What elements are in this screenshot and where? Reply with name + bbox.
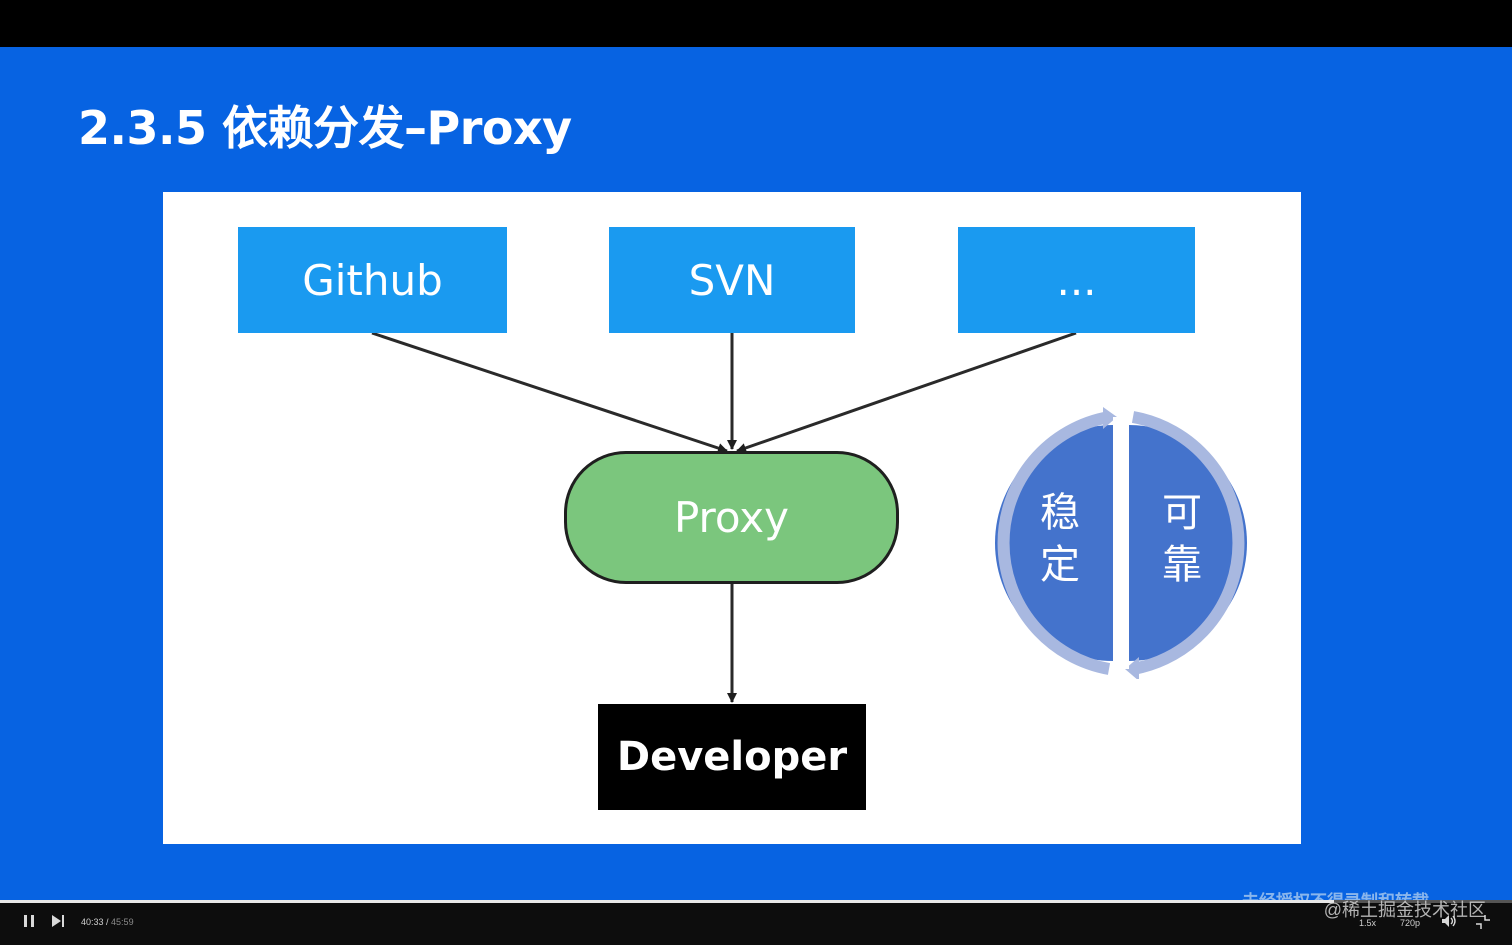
pause-button[interactable] (22, 913, 36, 934)
more-sources-box: ... (958, 227, 1195, 333)
quality-button[interactable]: 720p (1400, 918, 1421, 928)
video-player-controls: 40:33 / 45:59 @稀土掘金技术社区 1.5x 720p (0, 900, 1512, 945)
pause-icon (24, 915, 34, 927)
stability-reliability-cycle: 稳 定 可 靠 (985, 407, 1259, 681)
current-time: 40:33 (81, 917, 104, 927)
next-button[interactable] (50, 913, 66, 934)
fullscreen-button[interactable] (1475, 914, 1491, 935)
skip-next-icon (52, 915, 64, 927)
developer-node: Developer (598, 704, 866, 810)
cycle-left-char-2: 定 (1040, 542, 1080, 588)
progress-bar[interactable] (0, 900, 1512, 903)
total-time: 45:59 (111, 917, 134, 927)
cycle-graphic (995, 407, 1247, 681)
github-box: Github (238, 227, 507, 333)
video-frame[interactable]: 2.3.5 依赖分发–Proxy Github SVN ... Proxy De… (0, 47, 1512, 911)
time-display: 40:33 / 45:59 (81, 917, 134, 927)
svn-box: SVN (609, 227, 855, 333)
proxy-node: Proxy (564, 451, 899, 584)
connector-arrows (371, 331, 1077, 703)
cycle-right-char-2: 靠 (1162, 542, 1202, 588)
fullscreen-exit-icon (1476, 915, 1490, 929)
playback-speed-button[interactable]: 1.5x (1359, 918, 1377, 928)
top-letterbox (0, 0, 1512, 47)
site-watermark: @稀土掘金技术社区 (1323, 900, 1486, 920)
progress-fill (0, 900, 1334, 903)
cycle-left-char-1: 稳 (1040, 490, 1080, 536)
arrow-more-to-proxy (736, 331, 1077, 453)
time-separator: / (103, 917, 112, 927)
cycle-right-char-1: 可 (1162, 490, 1202, 536)
slide-title: 2.3.5 依赖分发–Proxy (78, 101, 572, 155)
arrow-github-to-proxy (371, 331, 728, 453)
diagram-panel: Github SVN ... Proxy Developer 稳 定 可 靠 (163, 192, 1301, 844)
volume-button[interactable] (1441, 914, 1457, 933)
volume-icon (1442, 915, 1456, 927)
